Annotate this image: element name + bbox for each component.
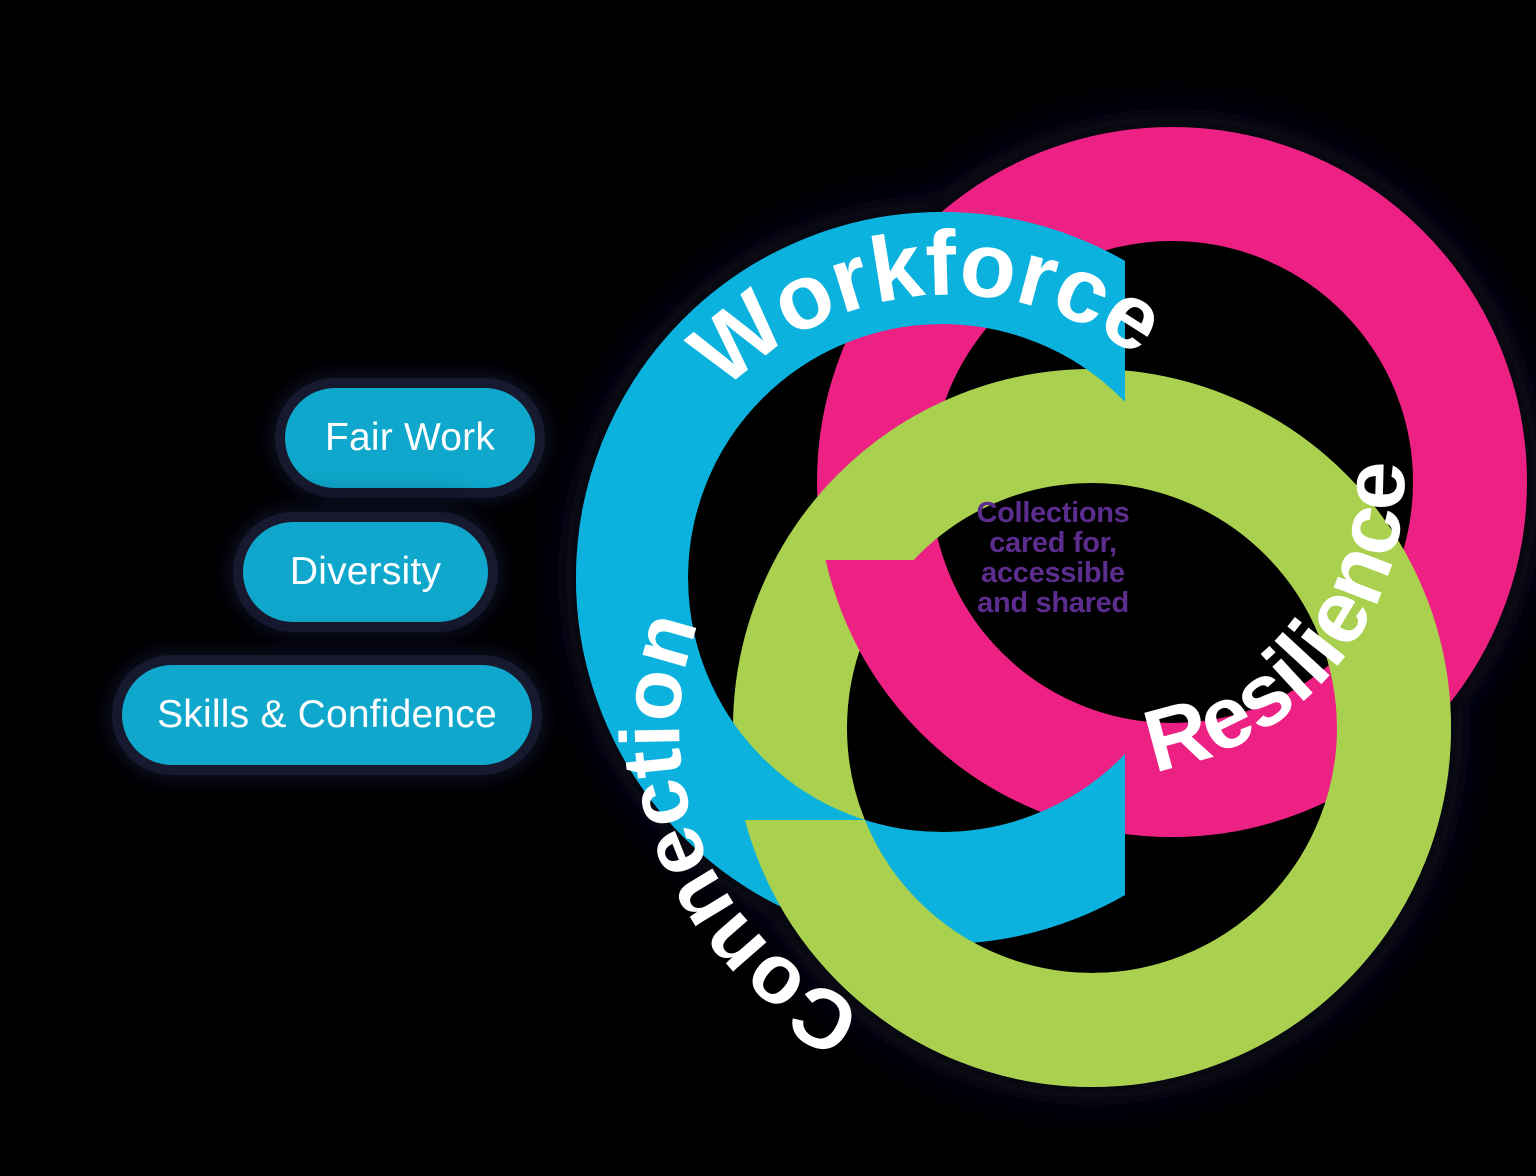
centre-statement-line-2: cared for, — [989, 527, 1117, 560]
centre-statement-line-1: Collections — [976, 497, 1130, 529]
pill-fair-work[interactable]: Fair Work — [285, 388, 535, 488]
centre-statement: Collections cared for, accessible and sh… — [938, 498, 1168, 619]
pill-skills-and-confidence[interactable]: Skills & Confidence — [122, 665, 532, 765]
ring-resilience-over-connection — [820, 560, 1190, 837]
centre-statement-line-3: accessible — [981, 557, 1125, 590]
centre-statement-line-4: and shared — [977, 587, 1129, 620]
ring-connection-over-workforce — [733, 820, 1451, 1087]
pill-diversity-label: Diversity — [289, 550, 442, 593]
ring-connection-over-resilience — [1130, 369, 1451, 1087]
pill-fair-work-label: Fair Work — [324, 416, 496, 459]
pill-skills-and-confidence-label: Skills & Confidence — [157, 693, 497, 736]
pill-diversity[interactable]: Diversity — [243, 522, 488, 622]
ring-workforce-under — [576, 212, 1125, 944]
